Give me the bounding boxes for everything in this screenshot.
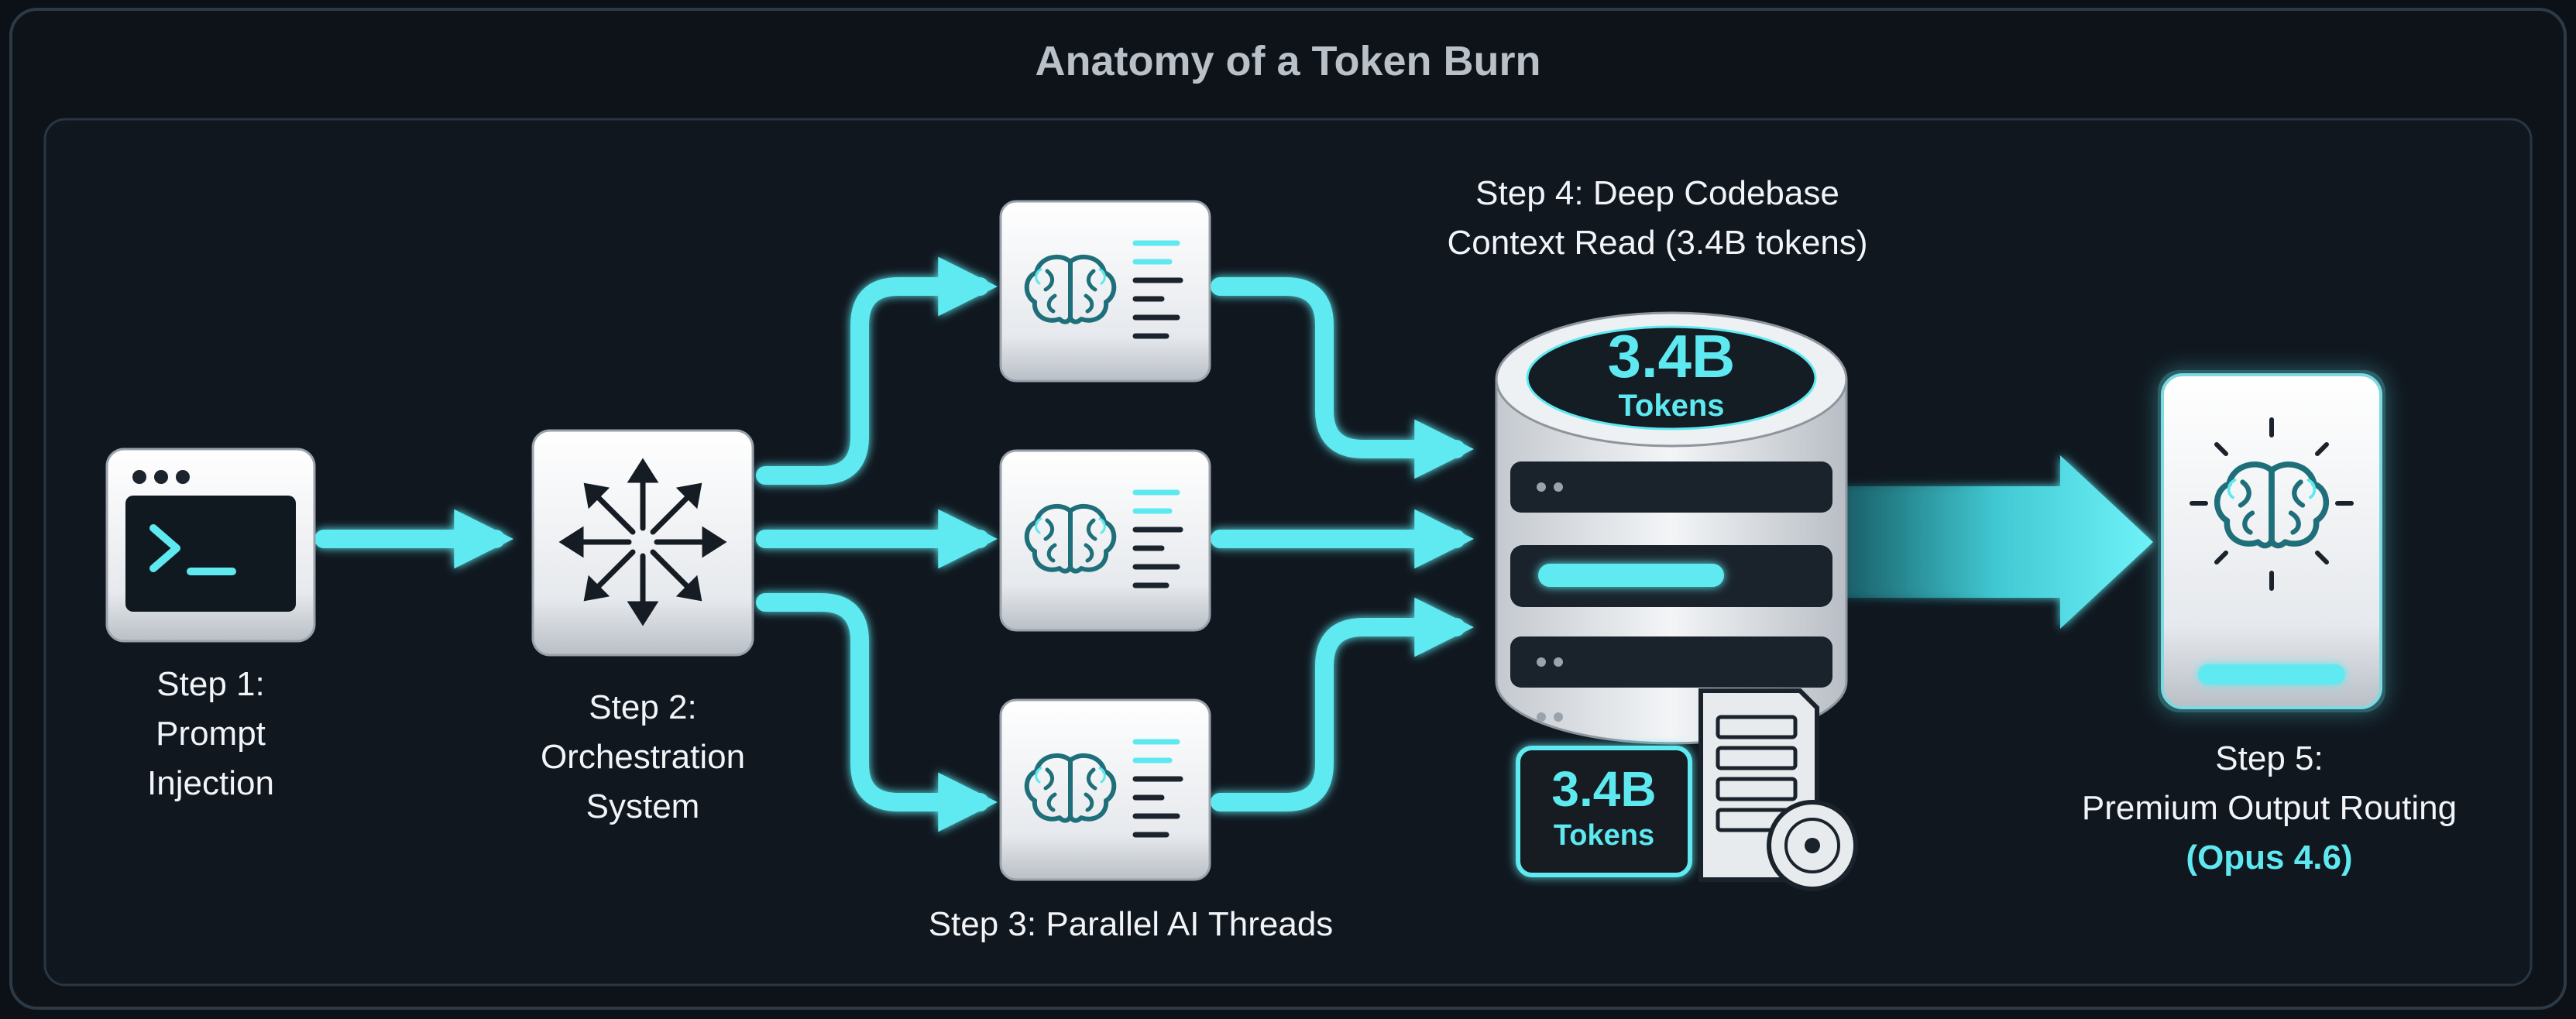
step1-line2: Prompt xyxy=(156,715,266,753)
step4-label: Step 4: Deep Codebase Context Read (3.4B… xyxy=(1394,169,1921,268)
database-token-value: 3.4B xyxy=(1607,322,1736,390)
step1-line3: Injection xyxy=(147,764,274,802)
output-beam xyxy=(1843,455,2153,629)
thread-card-2 xyxy=(999,449,1211,632)
flow-connectors xyxy=(314,256,1475,832)
arrow-step2-to-thread1 xyxy=(756,256,998,485)
badge-label: 3.4B Tokens xyxy=(1520,760,1688,853)
step5-line2: Premium Output Routing xyxy=(2081,789,2458,827)
terminal-icon xyxy=(105,448,316,643)
step3-label: Step 3: Parallel AI Threads xyxy=(928,905,1334,943)
thread-card-3 xyxy=(999,698,1211,881)
step1-label: Step 1: Prompt Injection xyxy=(108,660,313,808)
expand-arrows-icon xyxy=(531,429,754,657)
arrow-thread1-to-db xyxy=(1211,277,1475,479)
token-badge xyxy=(1516,746,1692,877)
step2-line2: Orchestration xyxy=(540,738,746,776)
database-icon xyxy=(1495,311,1848,745)
inner-panel xyxy=(43,118,2533,986)
step2-line3: System xyxy=(586,787,700,825)
arrow-step2-to-thread3 xyxy=(756,593,998,832)
server-disc-icon xyxy=(1698,688,1858,891)
document-lines-icon xyxy=(1132,240,1183,339)
step4-line1: Step 4: Deep Codebase xyxy=(1475,174,1839,212)
badge-token-value: 3.4B xyxy=(1551,761,1657,817)
database-token-unit: Tokens xyxy=(1618,389,1725,423)
step5-line1: Step 5: xyxy=(2215,739,2324,777)
document-lines-icon xyxy=(1132,489,1183,588)
step4-line2: Context Read (3.4B tokens) xyxy=(1447,224,1868,262)
database-label: 3.4B Tokens xyxy=(1527,324,1815,423)
badge-token-unit: Tokens xyxy=(1553,819,1655,852)
step2-label: Step 2: Orchestration System xyxy=(488,683,798,832)
arrow-thread3-to-db xyxy=(1211,597,1475,811)
step1-line1: Step 1: xyxy=(156,665,265,703)
thread-card-1 xyxy=(999,200,1211,383)
document-lines-icon xyxy=(1132,739,1183,838)
step5-label: Step 5: Premium Output Routing (Opus 4.6… xyxy=(2029,734,2509,883)
diagram-title: Anatomy of a Token Burn xyxy=(1035,38,1541,84)
step5-line3: (Opus 4.6) xyxy=(2186,839,2353,877)
step2-line1: Step 2: xyxy=(589,688,697,726)
glowing-brain-icon xyxy=(2158,370,2385,712)
